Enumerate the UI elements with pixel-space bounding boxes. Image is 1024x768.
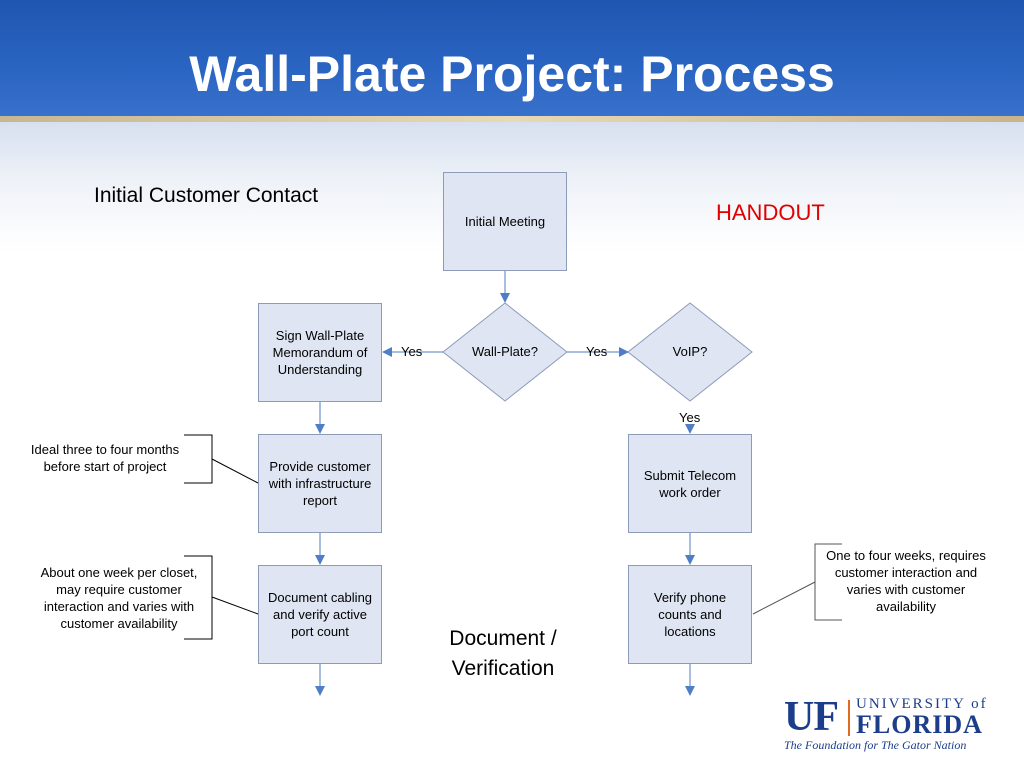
voip-diamond (627, 302, 753, 402)
title-banner (0, 0, 1024, 122)
edge-label-yes-down: Yes (679, 410, 701, 425)
voip-decision-label: VoIP? (672, 344, 708, 359)
wall-plate-diamond (442, 302, 568, 402)
uf-logo-florida: FLORIDA (856, 710, 983, 739)
uf-logo-university-of: UNIVERSITY of (856, 696, 988, 712)
uf-logo-letters: UF (784, 694, 839, 740)
stage-label-document-verification: Document / Verification (420, 624, 586, 684)
stage-label-document-line1: Document / (449, 627, 557, 650)
stage-label-document-line2: Verification (451, 657, 555, 680)
note-leader-cabling (211, 596, 259, 615)
note-report-timing: Ideal three to four months before start … (30, 442, 180, 474)
uf-logo-divider (848, 700, 850, 736)
document-cabling-box: Document cabling and verify active port … (258, 565, 382, 664)
title-banner-stripe (0, 116, 1024, 122)
initial-meeting-box: Initial Meeting (443, 172, 567, 271)
note-phone-timing: One to four weeks, requires customer int… (826, 548, 986, 614)
stage-label-initial-contact: Initial Customer Contact (94, 184, 319, 207)
uf-logo: UF UNIVERSITY of FLORIDA The Foundation … (784, 696, 1014, 756)
note-bracket-report (184, 434, 213, 484)
wall-plate-decision-label: Wall-Plate? (472, 344, 538, 359)
note-leader-phone (752, 581, 816, 615)
note-leader-report (211, 458, 259, 484)
provide-report-box: Provide customer with infrastructure rep… (258, 434, 382, 533)
handout-label: HANDOUT (716, 200, 825, 225)
sign-mou-box: Sign Wall-Plate Memorandum of Understand… (258, 303, 382, 402)
edge-label-yes-left: Yes (401, 344, 423, 359)
verify-phone-box: Verify phone counts and locations (628, 565, 752, 664)
edge-label-yes-right: Yes (586, 344, 608, 359)
submit-telecom-box: Submit Telecom work order (628, 434, 752, 533)
note-cabling-timing: About one week per closet, may require c… (40, 565, 198, 631)
slide-title: Wall-Plate Project: Process (189, 46, 835, 102)
uf-logo-tagline: The Foundation for The Gator Nation (784, 738, 967, 752)
